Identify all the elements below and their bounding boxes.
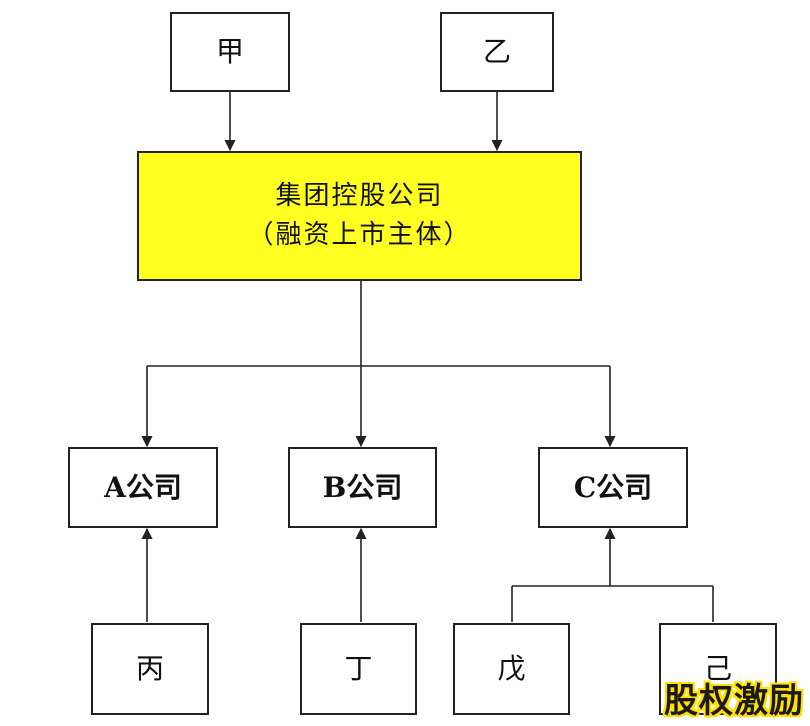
node-holding-company: 集团控股公司 （融资上市主体） <box>137 151 582 281</box>
node-holding-line1: 集团控股公司 <box>275 181 444 211</box>
node-wu-label: 戊 <box>497 652 526 685</box>
node-yi-label: 乙 <box>482 35 511 68</box>
node-jia: 甲 <box>170 12 290 92</box>
node-company-c: C公司 <box>538 447 688 528</box>
node-jia-label: 甲 <box>215 35 244 68</box>
node-company-a: A公司 <box>68 447 218 528</box>
node-wu: 戊 <box>453 623 570 715</box>
node-yi: 乙 <box>440 12 554 92</box>
node-company-b-label: B公司 <box>322 470 403 504</box>
node-bing-label: 丙 <box>135 652 164 685</box>
node-company-b: B公司 <box>288 447 437 528</box>
node-ding: 丁 <box>300 623 417 715</box>
node-holding-line2: （融资上市主体） <box>247 220 472 250</box>
node-bing: 丙 <box>91 623 209 715</box>
node-company-c-label: C公司 <box>573 470 653 504</box>
node-company-a-label: A公司 <box>104 470 182 504</box>
watermark: 股权激励 <box>664 681 804 721</box>
node-ji-label: 己 <box>703 652 732 685</box>
node-ji: 己 <box>659 623 777 715</box>
node-ding-label: 丁 <box>344 652 373 685</box>
